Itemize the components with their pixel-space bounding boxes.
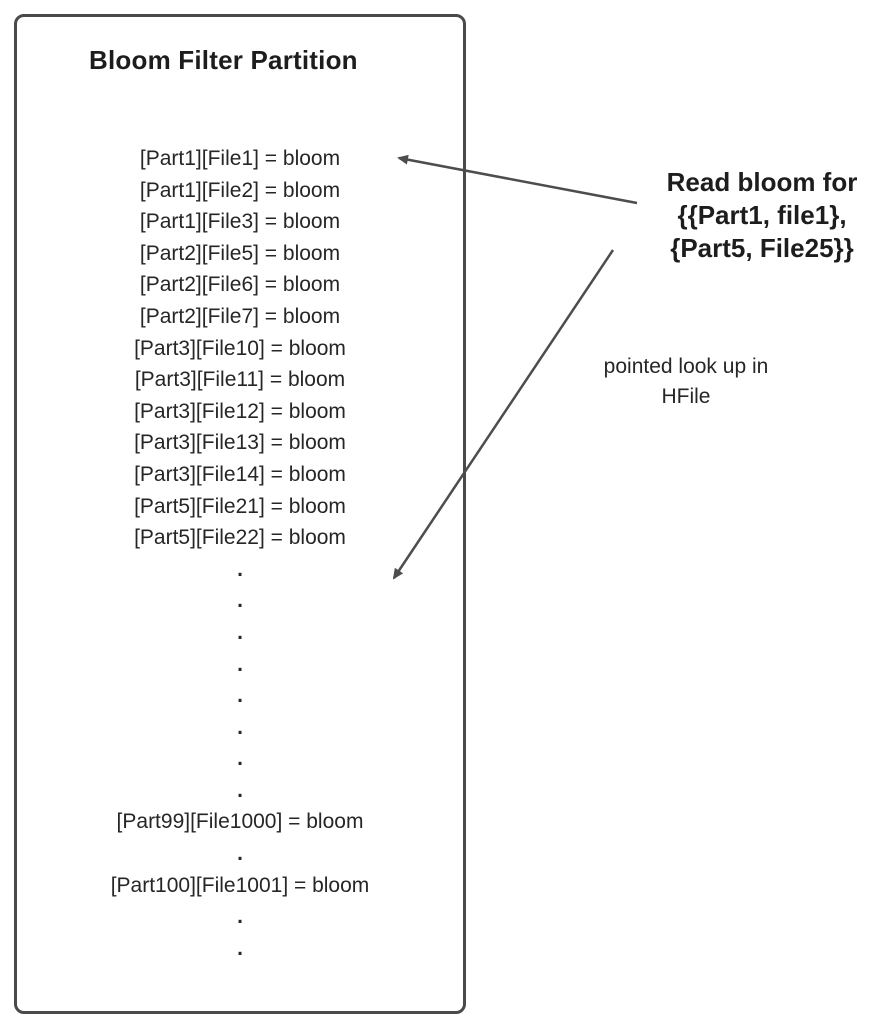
bloom-entry: [Part1][File1] = bloom — [139, 147, 341, 170]
ellipsis-dot: . — [237, 905, 243, 929]
ellipsis-dot: . — [237, 747, 243, 771]
read-bloom-line-3: {Part5, File25}} — [670, 233, 854, 263]
bloom-entry: [Part3][File13] = bloom — [134, 431, 346, 455]
bloom-entry: [Part2][File6] = bloom — [139, 273, 341, 297]
read-bloom-annotation: Read bloom for {{Part1, file1}, {Part5, … — [622, 166, 884, 265]
bloom-entry: [Part3][File11] = bloom — [134, 368, 346, 392]
bloom-entry: [Part3][File10] = bloom — [134, 336, 346, 360]
read-bloom-line-1: Read bloom for — [666, 167, 858, 197]
ellipsis-dot: . — [237, 589, 243, 613]
bloom-entry: [Part5][File21] = bloom — [134, 494, 346, 518]
ellipsis-dot: . — [237, 936, 243, 960]
bloom-entry-list: [Part1][File1] = bloom [Part1][File2] = b… — [17, 143, 463, 964]
ellipsis-dot: . — [237, 842, 243, 866]
ellipsis-dot: . — [237, 778, 243, 802]
read-bloom-line-2: {{Part1, file1}, — [677, 200, 847, 230]
ellipsis-dot: . — [237, 652, 243, 676]
pointed-lookup-annotation: pointed look up in HFile — [566, 352, 806, 412]
ellipsis-dot: . — [237, 715, 243, 739]
pointed-lookup-line-2: HFile — [661, 385, 711, 408]
bloom-entry: [Part2][File7] = bloom — [139, 304, 341, 328]
bloom-filter-partition-box: Bloom Filter Partition [Part1][File1] = … — [14, 14, 466, 1014]
partition-box-title: Bloom Filter Partition — [89, 45, 358, 75]
bloom-entry: [Part2][File5] = bloom — [139, 241, 341, 265]
pointed-lookup-line-1: pointed look up in — [603, 355, 769, 378]
ellipsis-dot: . — [237, 620, 243, 644]
bloom-entry: [Part1][File3] = bloom — [139, 210, 341, 234]
bloom-entry: [Part3][File14] = bloom — [134, 462, 346, 486]
bloom-entry: [Part3][File12] = bloom — [134, 399, 346, 423]
bloom-entry: [Part5][File22] = bloom — [134, 526, 346, 550]
bloom-entry: [Part99][File1000] = bloom — [116, 810, 364, 834]
ellipsis-dot: . — [237, 557, 243, 581]
bloom-entry: [Part1][File2] = bloom — [139, 178, 341, 202]
bloom-entry: [Part100][File1001] = bloom — [110, 873, 370, 897]
ellipsis-dot: . — [237, 684, 243, 708]
